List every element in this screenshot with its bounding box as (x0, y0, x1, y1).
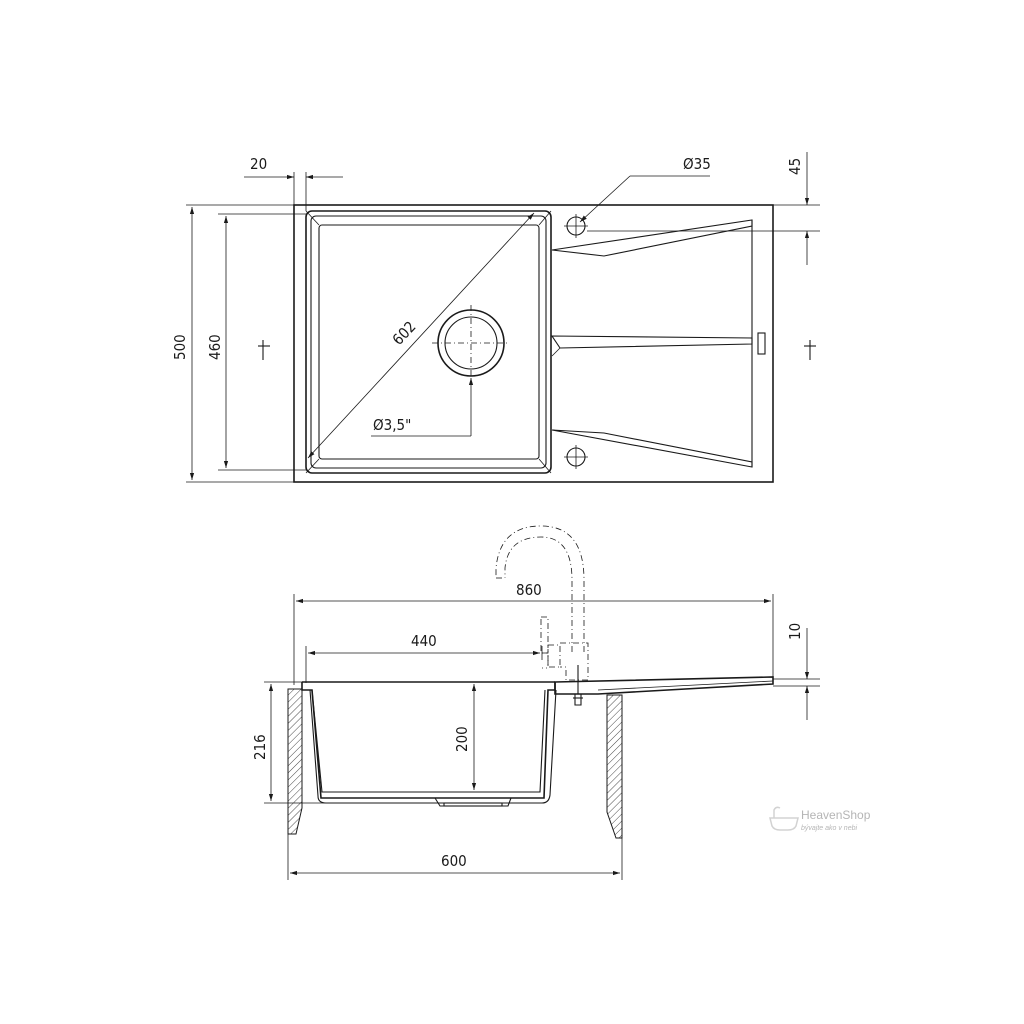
top-view: 20 Ø35 45 500 460 (171, 152, 820, 483)
bowl (305, 210, 552, 474)
dim-overall-depth-label: 500 (171, 334, 189, 360)
heavenshop-watermark: HeavenShop bývajte ako v nebi (769, 806, 871, 832)
drainer-profile (554, 665, 774, 706)
dim-cabinet: 600 (287, 834, 623, 880)
side-view: 860 440 10 216 200 (251, 525, 820, 880)
dim-bowl-width-label: 440 (411, 632, 437, 650)
dim-thickness: 10 (773, 623, 820, 720)
dim-total-height: 216 (251, 681, 326, 804)
dim-bowl-depth: 460 (206, 213, 306, 471)
drainer-board (550, 219, 766, 468)
dim-diagonal-label: 602 (389, 318, 420, 349)
tap-hole-bottom-icon (564, 445, 588, 469)
countertop-right (606, 694, 623, 839)
dim-bowl-height: 200 (453, 684, 477, 790)
bowl-section (301, 681, 557, 807)
watermark-brand: HeavenShop (801, 808, 871, 822)
sink-outline (293, 204, 774, 483)
dim-tap-hole-label: Ø35 (683, 155, 711, 173)
dim-drain: Ø3,5" (371, 378, 474, 437)
dim-overall-depth: 500 (171, 204, 294, 483)
dim-tap-offset: 45 (587, 152, 820, 265)
tap-hole-top-icon (564, 214, 588, 238)
watermark-tagline: bývajte ako v nebi (801, 825, 857, 832)
drain-icon (432, 305, 510, 380)
dim-cabinet-label: 600 (441, 852, 467, 870)
dim-tap-offset-label: 45 (786, 158, 804, 175)
dim-flange-label: 20 (250, 155, 267, 173)
dim-thickness-label: 10 (786, 623, 804, 640)
countertop-left (287, 688, 303, 835)
dim-bowl-depth-label: 460 (206, 334, 224, 360)
dim-overall-width: 860 (293, 581, 774, 685)
bathtub-logo-icon (769, 806, 799, 831)
dim-total-height-label: 216 (251, 734, 269, 760)
section-marker-right (804, 340, 816, 360)
dim-bowl-height-label: 200 (453, 726, 471, 752)
dim-tap-hole: Ø35 (579, 155, 711, 223)
dim-diagonal: 602 (307, 212, 535, 459)
faucet-icon (495, 525, 589, 681)
dim-flange: 20 (244, 155, 343, 211)
dim-bowl-width: 440 (305, 632, 543, 683)
dim-drain-label: Ø3,5" (373, 416, 411, 434)
section-marker-left (258, 340, 270, 360)
dim-overall-width-label: 860 (516, 581, 542, 599)
